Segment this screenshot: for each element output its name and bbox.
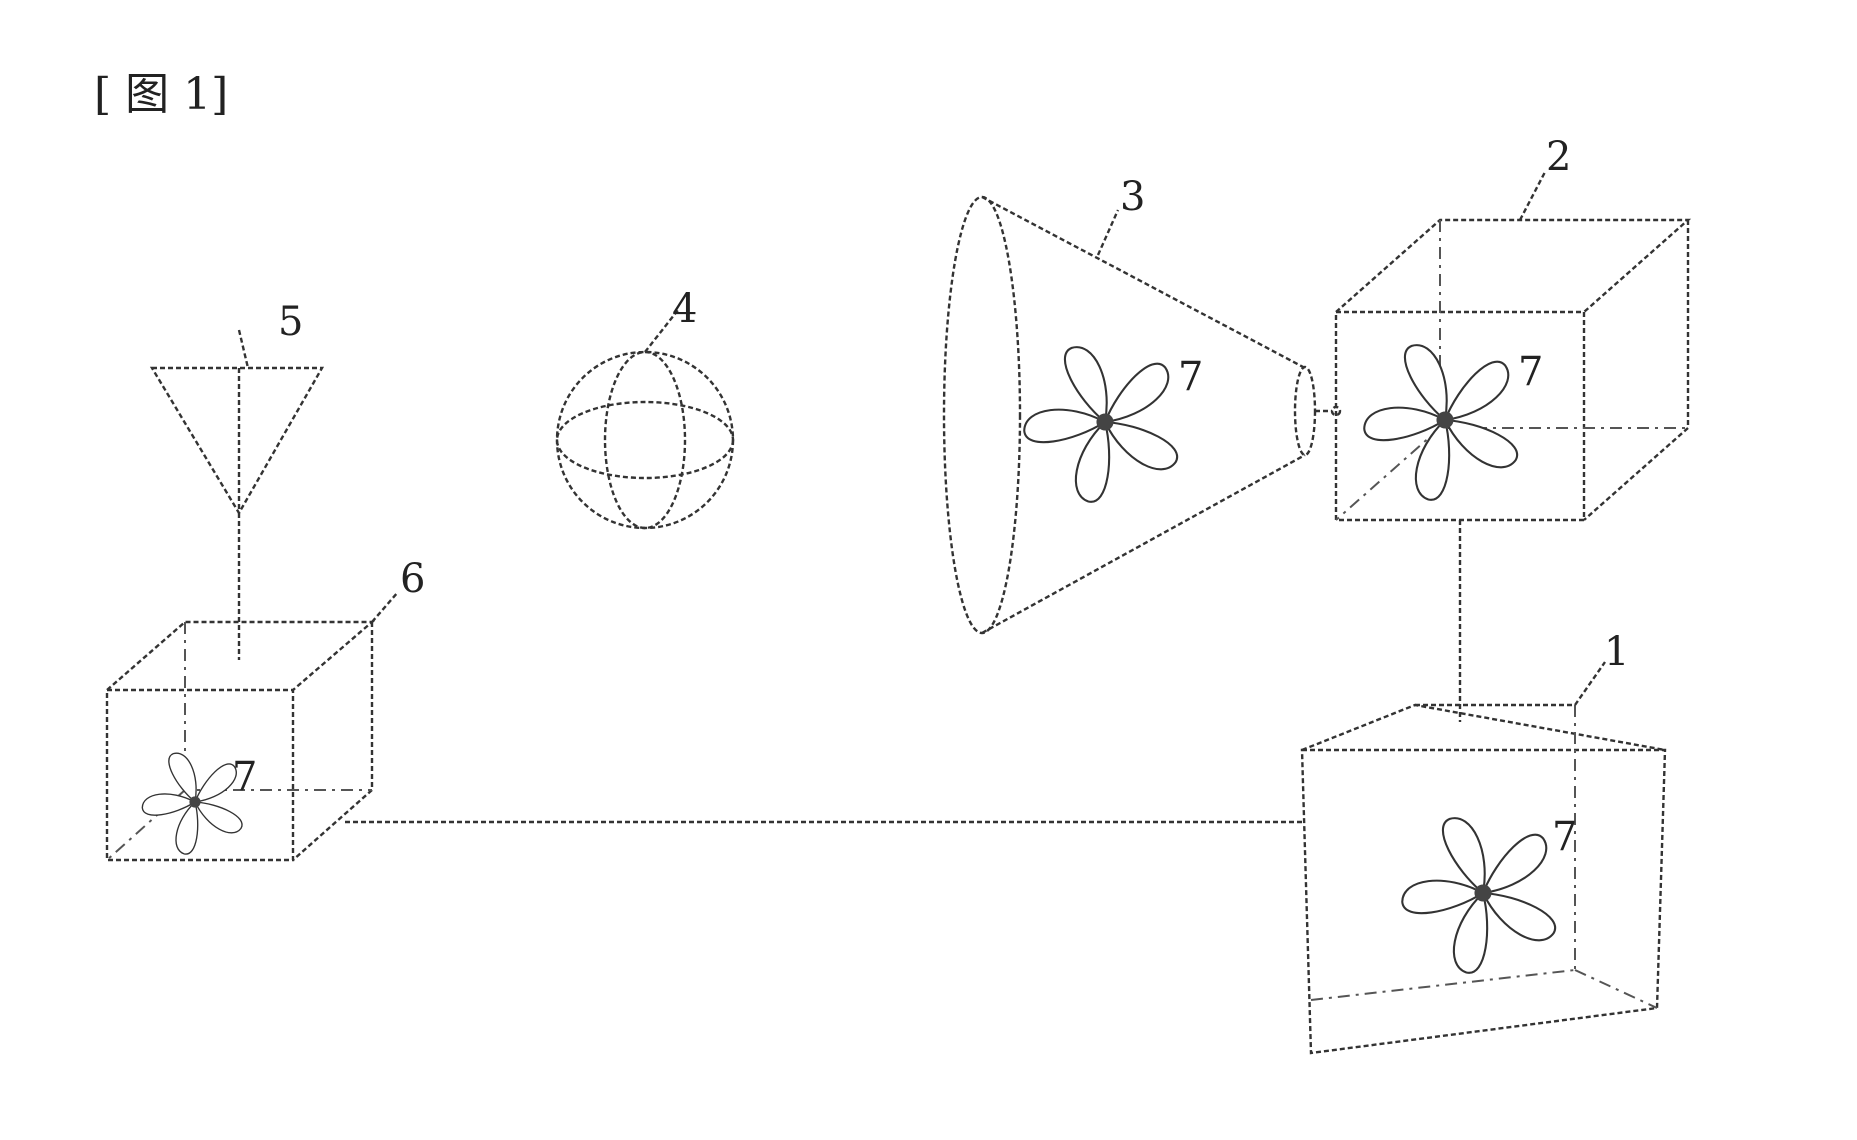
label-7-cone: 7 [1178, 354, 1203, 400]
sphere-4: 4 [555, 286, 735, 530]
label-6: 6 [400, 556, 425, 602]
label-7-box1: 7 [1552, 814, 1577, 860]
leader-4 [644, 309, 679, 353]
leader-3 [1096, 209, 1120, 256]
figure-title: [ 图 1] [94, 69, 229, 120]
fan-icon [1360, 344, 1523, 506]
label-7-box6: 7 [232, 754, 257, 800]
label-5: 5 [278, 299, 303, 345]
leader-5 [237, 329, 250, 369]
label-7-box2: 7 [1518, 349, 1543, 395]
leader-1 [1574, 661, 1606, 706]
box-1: 1 7 [1300, 629, 1667, 1055]
box-6: 6 7 [105, 556, 425, 862]
label-2: 2 [1546, 134, 1571, 180]
label-3: 3 [1120, 174, 1145, 220]
label-1: 1 [1604, 629, 1629, 675]
label-4: 4 [672, 286, 697, 332]
leader-6 [371, 591, 399, 623]
fan-icon [139, 752, 246, 858]
leader-2 [1518, 171, 1547, 221]
funnel-5: 5 [149, 299, 325, 516]
fan-icon [1020, 346, 1183, 508]
fan-icon [1398, 817, 1561, 979]
box-2: 2 7 [1334, 134, 1692, 522]
cone-3: 3 7 [942, 174, 1342, 635]
